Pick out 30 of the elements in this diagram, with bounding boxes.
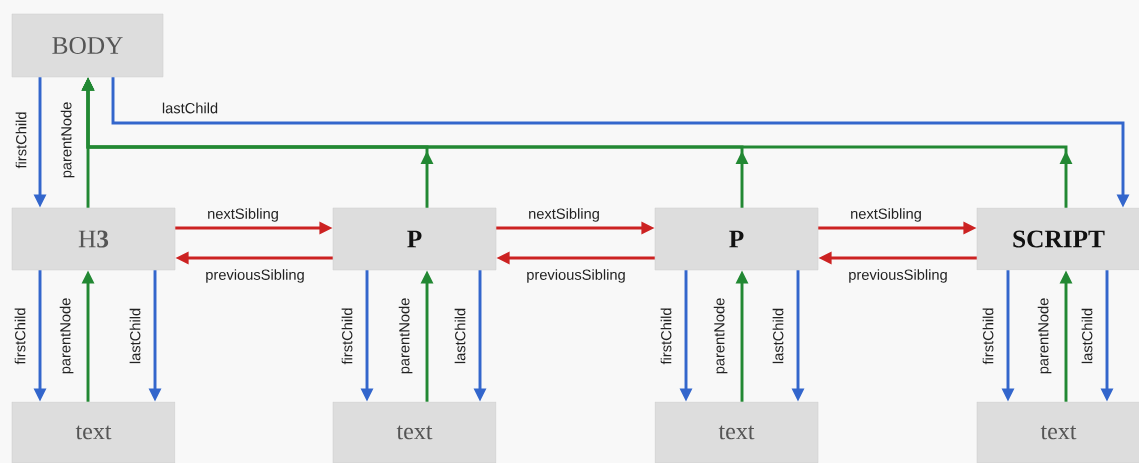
edge-label: lastChild [162,102,218,114]
edge-label: lastChild [772,308,784,364]
edge-label: parentNode [713,298,728,374]
edge-label: firstChild [14,308,26,365]
edge-label: firstChild [15,112,27,169]
edge-label: nextSibling [208,208,278,222]
edge-label: parentNode [59,298,74,374]
text-node-box: text [976,401,1139,463]
element-box: P [332,207,497,271]
edge-label: lastChild [454,308,466,364]
edge-label: firstChild [982,308,994,365]
edge-label: nextSibling [529,208,599,222]
element-box: P [654,207,819,271]
edge-label: previousSibling [527,269,625,283]
edge-label: parentNode [60,102,75,178]
text-node-box: text [654,401,819,463]
text-node-box: text [11,401,176,463]
element-box: BODY [11,13,164,78]
element-box: H3 [11,207,176,271]
edge-label: firstChild [341,308,353,365]
edge-label: previousSibling [849,269,947,283]
edge-label: lastChild [1081,308,1093,364]
edge-label: nextSibling [851,208,921,222]
edge-label: previousSibling [206,269,304,283]
edge-label: parentNode [1037,298,1052,374]
edge-label: firstChild [660,308,672,365]
text-node-box: text [332,401,497,463]
element-box: SCRIPT [976,207,1139,271]
edge-label: lastChild [129,308,141,364]
edge-label: parentNode [398,298,413,374]
